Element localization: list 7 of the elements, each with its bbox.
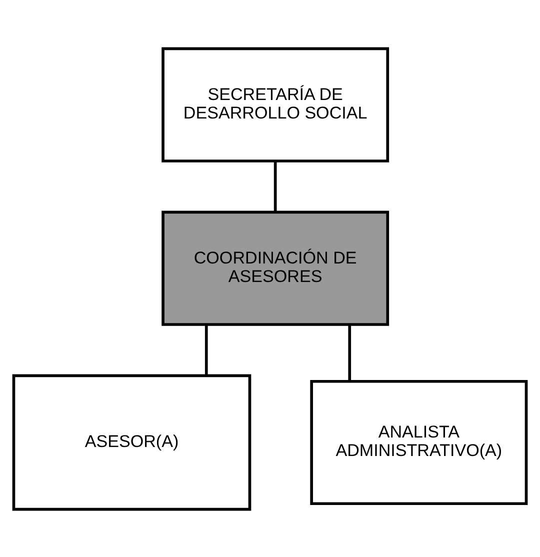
node-box: ASESOR(A) bbox=[12, 374, 252, 510]
node-box: COORDINACIÓN DE ASESORES bbox=[162, 210, 390, 326]
connector bbox=[274, 160, 277, 212]
node-box: SECRETARÍA DE DESARROLLO SOCIAL bbox=[162, 46, 390, 162]
node-box: ANALISTA ADMINISTRATIVO(A) bbox=[310, 379, 528, 505]
connector bbox=[348, 324, 352, 380]
connector bbox=[204, 324, 208, 375]
